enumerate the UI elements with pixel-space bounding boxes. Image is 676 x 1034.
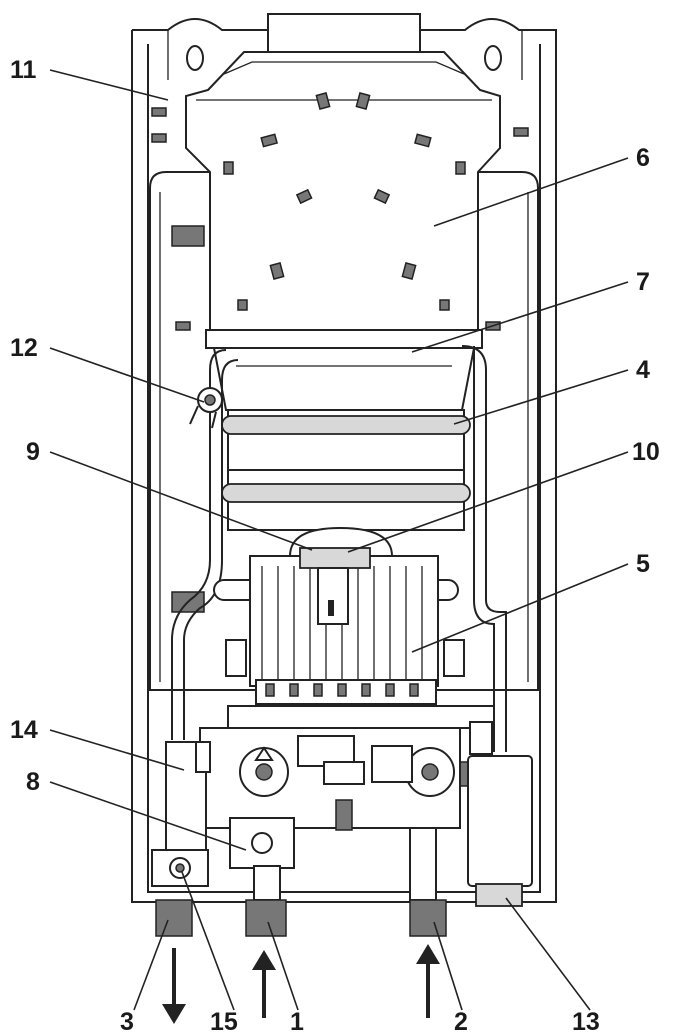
label-14: 14 [10, 716, 38, 744]
pipe-fittings [155, 899, 447, 937]
flue-hood [151, 51, 529, 331]
label-12: 12 [10, 334, 38, 362]
gas-manifold [227, 705, 495, 729]
right-riser-pipe [461, 345, 507, 752]
label-6: 6 [636, 144, 650, 172]
drain-fitting [151, 849, 209, 887]
gas-water-valve-assembly [199, 727, 461, 831]
flow-sensor [467, 755, 533, 907]
left-pipe-bracket [195, 741, 211, 773]
callout-labels: 11 6 7 12 4 9 10 5 14 8 3 15 1 2 13 [10, 56, 660, 1034]
left-clip-upper [171, 225, 205, 247]
label-4: 4 [636, 356, 650, 384]
connection-pipes [253, 827, 437, 901]
label-2: 2 [454, 1008, 468, 1034]
right-connector [469, 721, 493, 755]
boiler-casing [131, 18, 557, 903]
flow-direction-arrows [162, 944, 440, 1024]
combustion-chamber-outline [149, 171, 539, 691]
overheat-thermostat [189, 387, 223, 429]
label-7: 7 [636, 268, 650, 296]
label-5: 5 [636, 550, 650, 578]
label-8: 8 [26, 768, 40, 796]
hanging-hole-right [484, 45, 502, 71]
label-15: 15 [210, 1008, 238, 1034]
leader-lines [49, 69, 629, 1011]
heat-exchanger [221, 409, 471, 531]
label-13: 13 [572, 1008, 600, 1034]
label-1: 1 [290, 1008, 304, 1034]
hanging-hole-left [186, 45, 204, 71]
burner [213, 547, 465, 705]
label-10: 10 [632, 438, 660, 466]
label-11: 11 [10, 56, 37, 84]
label-9: 9 [26, 438, 40, 466]
water-valve-motor [229, 817, 295, 869]
label-3: 3 [120, 1008, 134, 1034]
